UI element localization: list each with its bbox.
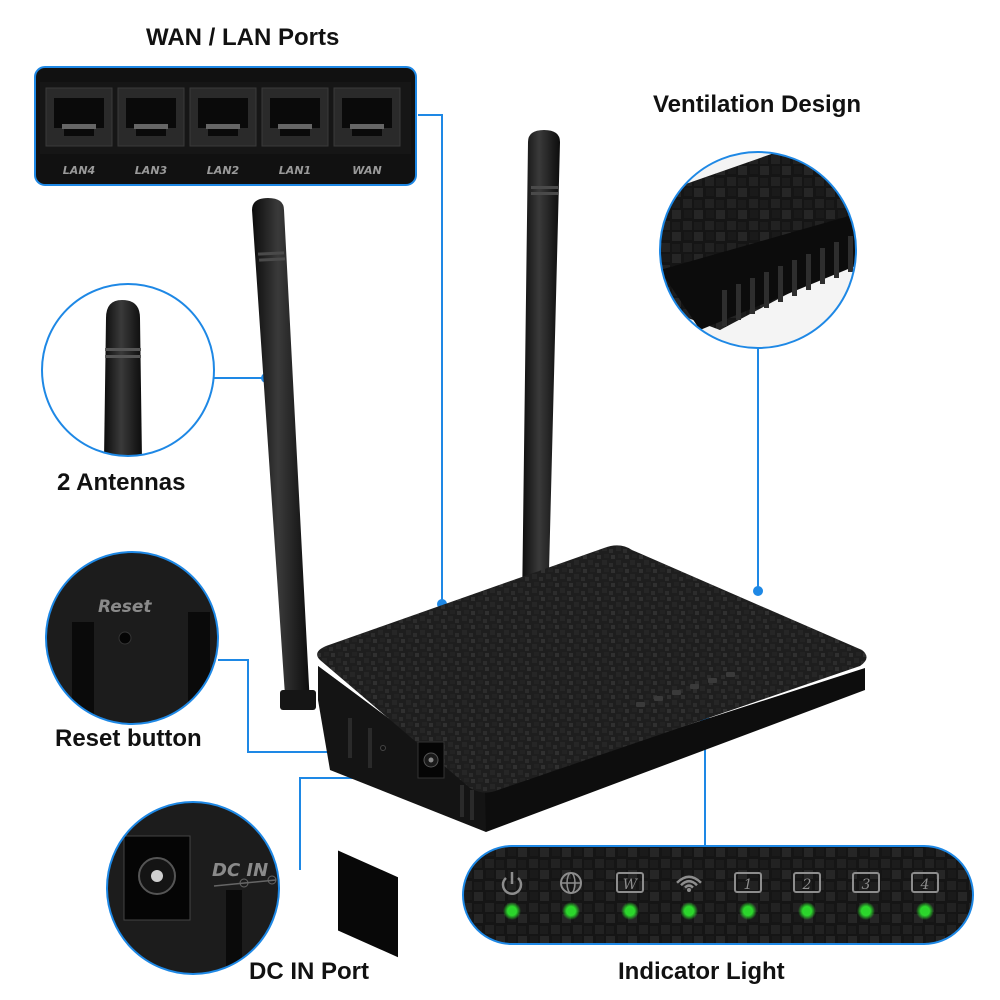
power-icon — [501, 872, 523, 895]
port-label-lan2: LAN2 — [207, 164, 240, 177]
indicator-panel: W 1 2 3 4 — [462, 845, 974, 945]
led-6 — [798, 902, 816, 920]
lan-number: 4 — [920, 877, 930, 893]
led-8 — [916, 902, 934, 920]
indicator-callout-label: Indicator Light — [618, 958, 785, 985]
led-5 — [739, 902, 757, 920]
port-label-lan1: LAN1 — [279, 164, 311, 177]
vent-slot — [820, 248, 825, 284]
dcin-engraving: DC IN — [212, 860, 268, 881]
ports-panel: LAN4 LAN3 LAN2 LAN1 WAN — [34, 66, 417, 186]
port-jack-lan2: LAN2 — [189, 87, 257, 177]
port-jack-lan4: LAN4 — [45, 87, 113, 177]
reset-engraving: Reset — [98, 597, 152, 617]
led-2 — [562, 902, 580, 920]
antenna-callout — [41, 283, 215, 457]
ventilation-callout — [659, 151, 857, 349]
vent-slot — [834, 242, 839, 278]
led-4 — [680, 902, 698, 920]
port-jack-lan1: LAN1 — [261, 87, 329, 177]
dcin-callout: DC IN — [106, 801, 280, 975]
lan2-icon: 2 — [793, 872, 821, 893]
port-label-lan4: LAN4 — [63, 164, 95, 177]
vent-slot — [722, 290, 727, 326]
vent-slot — [848, 236, 853, 272]
lan-number: 1 — [744, 877, 753, 893]
port-label-lan3: LAN3 — [135, 164, 168, 177]
dcin-callout-label: DC IN Port — [249, 958, 369, 985]
vent-slot — [750, 278, 755, 314]
led-7 — [857, 902, 875, 920]
vent-slot — [806, 254, 811, 290]
internet-globe-icon — [560, 872, 582, 894]
wps-letter: W — [623, 877, 639, 893]
port-label-wan: WAN — [352, 164, 381, 177]
reset-callout-label: Reset button — [55, 725, 202, 752]
port-jack-lan3: LAN3 — [117, 87, 185, 177]
led-3 — [621, 902, 639, 920]
vent-slot — [778, 266, 783, 302]
port-jacks: LAN4 LAN3 LAN2 LAN1 WAN — [45, 87, 401, 177]
lan-number: 3 — [862, 877, 871, 893]
wifi-icon — [676, 875, 702, 892]
lan4-icon: 4 — [911, 872, 939, 893]
vent-slot — [764, 272, 769, 308]
ports-callout-label: WAN / LAN Ports — [146, 24, 340, 51]
led-1 — [503, 902, 521, 920]
wps-w-icon: W — [616, 872, 644, 893]
ports-connector — [418, 114, 443, 603]
port-jack-wan: WAN — [333, 87, 401, 177]
vent-slot — [792, 260, 797, 296]
left-antenna — [252, 198, 316, 710]
reset-connector — [218, 659, 376, 753]
router — [252, 130, 867, 958]
lan3-icon: 3 — [852, 872, 880, 893]
vent-slot — [736, 284, 741, 320]
lan-number: 2 — [802, 877, 812, 893]
lan1-icon: 1 — [734, 872, 762, 893]
antennas-callout-label: 2 Antennas — [57, 469, 186, 496]
reset-callout: Reset — [45, 551, 219, 725]
vent-dot — [753, 586, 763, 596]
ventilation-callout-label: Ventilation Design — [653, 91, 862, 118]
right-antenna — [522, 130, 560, 610]
